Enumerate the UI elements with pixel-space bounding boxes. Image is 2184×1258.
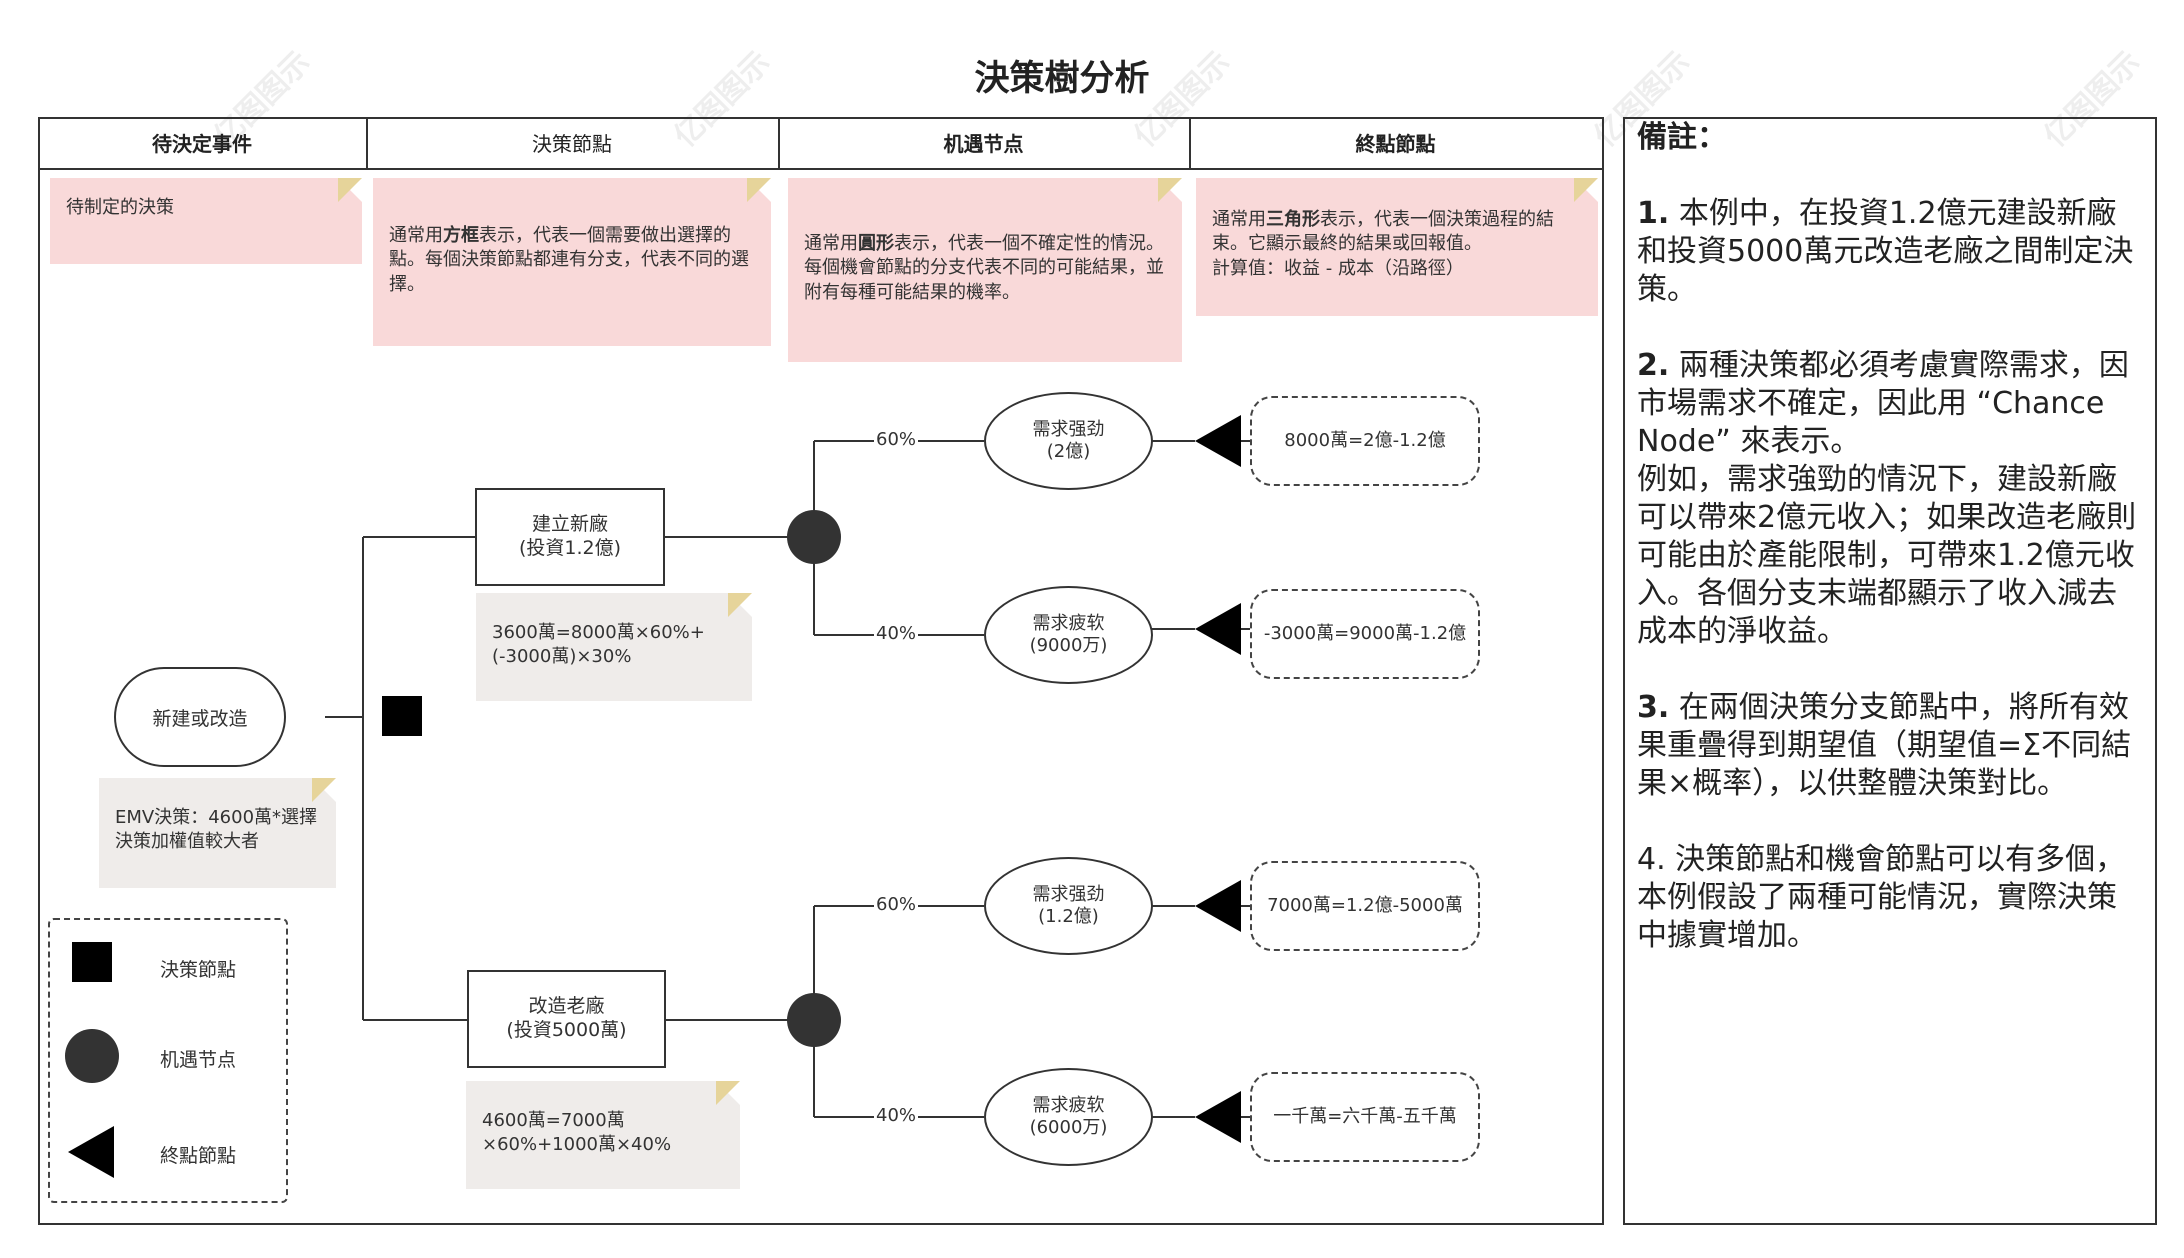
legend-decision-icon xyxy=(72,942,112,982)
option-new-factory-note: 3600萬=8000萬×60%+(-3000萬)×30% xyxy=(476,593,752,701)
probability-label: 60% xyxy=(874,429,919,450)
note-decision-pre: 通常用 xyxy=(389,225,443,246)
root-label: 新建或改造 xyxy=(152,707,248,730)
end-node-icon xyxy=(1195,415,1241,467)
result-box: -3000萬=9000萬-1.2億 xyxy=(1250,589,1480,679)
outcome-value: (9000万) xyxy=(1029,635,1108,656)
legend-end-label: 終點節點 xyxy=(160,1145,237,1167)
outcome-value: (6000万) xyxy=(1029,1117,1108,1138)
outcome-label: 需求强劲 xyxy=(1032,418,1105,440)
option-renovate-note: 4600萬=7000萬×60%+1000萬×40% xyxy=(466,1081,740,1189)
outcome-ellipse: 需求强劲 (1.2億) xyxy=(984,857,1153,955)
legend-chance-icon xyxy=(65,1029,119,1083)
outcome-ellipse: 需求疲软 (9000万) xyxy=(984,586,1153,684)
result-text: 8000萬=2億-1.2億 xyxy=(1284,430,1446,452)
chance-node-icon xyxy=(787,993,841,1047)
probability-label: 40% xyxy=(874,623,919,644)
remark-2b: 例如，需求強勁的情況下，建設新廠可以帶來2億元收入；如果改造老廠則可能由於產能限… xyxy=(1637,462,2137,649)
note-fold-icon xyxy=(338,178,362,202)
column-header-chance: 机遇节点 xyxy=(778,117,1191,170)
option-renovate-note-text: 4600萬=7000萬×60%+1000萬×40% xyxy=(482,1110,672,1156)
outcome-value: (2億) xyxy=(1046,441,1091,462)
note-fold-icon xyxy=(716,1081,740,1105)
outcome-ellipse: 需求疲软 (6000万) xyxy=(984,1068,1153,1166)
result-text: -3000萬=9000萬-1.2億 xyxy=(1263,623,1467,645)
remarks-panel: 備註： 1. 本例中，在投資1.2億元建設新廠和投資5000萬元改造老廠之間制定… xyxy=(1623,117,2157,1225)
note-chance-bold: 圓形 xyxy=(858,233,894,254)
remark-1: 1. 本例中，在投資1.2億元建設新廠和投資5000萬元改造老廠之間制定決策。 xyxy=(1637,195,2143,309)
option-new-factory-note-text: 3600萬=8000萬×60%+(-3000萬)×30% xyxy=(492,622,705,668)
remarks-heading: 備註： xyxy=(1637,120,1727,155)
decision-node-icon xyxy=(382,696,422,736)
page-title: 決策樹分析 xyxy=(974,59,1150,99)
probability-label: 60% xyxy=(874,894,919,915)
note-decision-bold: 方框 xyxy=(443,225,479,246)
result-text: 7000萬=1.2億-5000萬 xyxy=(1267,895,1463,917)
note-pending-text: 待制定的決策 xyxy=(66,197,174,218)
column-header-pending: 待決定事件 xyxy=(38,117,368,170)
outcome-label: 需求疲软 xyxy=(1032,612,1105,634)
note-pending: 待制定的決策 xyxy=(50,178,362,264)
remark-3-text: 在兩個決策分支節點中，將所有效果重疊得到期望值（期望值=Σ不同結果×概率），以供… xyxy=(1637,690,2132,801)
legend xyxy=(48,918,288,1203)
note-decision: 通常用方框表示，代表一個需要做出選擇的點。每個決策節點都連有分支，代表不同的選擇… xyxy=(373,178,771,346)
outcome-label: 需求疲软 xyxy=(1032,1094,1105,1116)
tree-connectors xyxy=(325,415,1250,1143)
outcome-ellipse: 需求强劲 (2億) xyxy=(984,392,1153,490)
result-box: 一千萬=六千萬-五千萬 xyxy=(1250,1072,1480,1162)
note-fold-icon xyxy=(747,178,771,202)
option-renovate-label: 改造老廠 xyxy=(528,995,605,1018)
column-header-end: 終點節點 xyxy=(1189,117,1604,170)
note-chance-pre: 通常用 xyxy=(804,233,858,254)
option-renovate-factory: 改造老廠 (投資5000萬) xyxy=(467,970,666,1068)
legend-end-icon xyxy=(68,1126,114,1178)
result-box: 7000萬=1.2億-5000萬 xyxy=(1250,861,1480,951)
outcome-value: (1.2億) xyxy=(1038,906,1099,927)
result-box: 8000萬=2億-1.2億 xyxy=(1250,396,1480,486)
end-node-icon xyxy=(1195,1091,1241,1143)
legend-decision-label: 決策節點 xyxy=(160,959,237,981)
legend-icons xyxy=(65,942,119,1178)
end-node-icon xyxy=(1195,880,1241,932)
chance-node-icon xyxy=(787,510,841,564)
column-header-decision: 決策節點 xyxy=(366,117,780,170)
remark-2-num: 2. xyxy=(1637,348,1670,383)
remark-3: 3. 在兩個決策分支節點中，將所有效果重疊得到期望值（期望值=Σ不同結果×概率）… xyxy=(1637,689,2143,803)
note-decision-post: 表示，代表一個需要做出選擇的點。每個決策節點都連有分支，代表不同的選擇。 xyxy=(389,225,749,295)
note-end-calc: 計算值：收益 - 成本（沿路徑） xyxy=(1212,257,1464,279)
note-end-pre: 通常用 xyxy=(1212,209,1266,230)
note-fold-icon xyxy=(1158,178,1182,202)
remark-3-num: 3. xyxy=(1637,690,1670,725)
note-fold-icon xyxy=(1574,178,1598,202)
root-note: EMV決策：4600萬*選擇決策加權值較大者 xyxy=(99,778,336,888)
note-end-post: 表示，代表一個決策過程的結束。它顯示最終的結果或回報值。 xyxy=(1212,209,1554,255)
note-chance: 通常用圓形表示，代表一個不確定性的情況。每個機會節點的分支代表不同的可能結果，並… xyxy=(788,178,1182,362)
option-new-factory: 建立新廠 (投資1.2億) xyxy=(475,488,665,586)
note-fold-icon xyxy=(728,593,752,617)
note-end-bold: 三角形 xyxy=(1266,209,1320,230)
result-text: 一千萬=六千萬-五千萬 xyxy=(1273,1106,1457,1128)
option-new-factory-cost: (投資1.2億) xyxy=(518,537,622,559)
remark-1-num: 1. xyxy=(1637,196,1670,231)
root-node: 新建或改造 xyxy=(114,667,286,767)
remark-2: 2. 兩種決策都必須考慮實際需求，因市場需求不確定，因此用 “Chance No… xyxy=(1637,347,2143,461)
diagram-frame xyxy=(38,117,1604,1225)
remark-1-text: 本例中，在投資1.2億元建設新廠和投資5000萬元改造老廠之間制定決策。 xyxy=(1637,196,2134,307)
note-fold-icon xyxy=(312,778,336,802)
option-renovate-cost: (投資5000萬) xyxy=(506,1019,627,1041)
probability-label: 40% xyxy=(874,1105,919,1126)
remark-4: 4. 決策節點和機會節點可以有多個，本例假設了兩種可能情況，實際決策中據實增加。 xyxy=(1637,842,2126,953)
root-note-text: EMV決策：4600萬*選擇決策加權值較大者 xyxy=(115,807,318,853)
outcome-label: 需求强劲 xyxy=(1032,883,1105,905)
end-node-icon xyxy=(1195,603,1241,655)
legend-chance-label: 机遇节点 xyxy=(160,1049,237,1071)
note-chance-post: 表示，代表一個不確定性的情況。每個機會節點的分支代表不同的可能結果，並附有每種可… xyxy=(804,233,1164,303)
note-end: 通常用三角形表示，代表一個決策過程的結束。它顯示最終的結果或回報值。 計算值：收… xyxy=(1196,178,1598,316)
remark-2-text: 兩種決策都必須考慮實際需求，因市場需求不確定，因此用 “Chance Node”… xyxy=(1637,348,2129,459)
option-new-factory-label: 建立新廠 xyxy=(531,513,608,536)
